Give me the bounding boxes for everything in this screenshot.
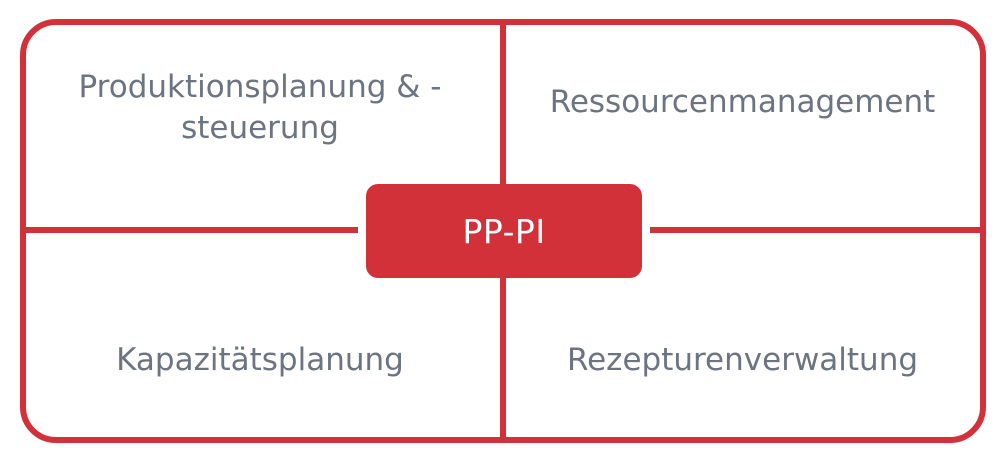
quadrant-top-right-label: Ressourcenmanagement (549, 84, 936, 121)
center-node-label: PP-PI (462, 211, 546, 251)
quadrant-top-left: Produktionsplanung & - steuerung (40, 45, 480, 170)
quadrant-top-right: Ressourcenmanagement (520, 45, 965, 160)
quadrant-top-left-label-line2: steuerung (181, 109, 339, 146)
divider-horizontal-left (22, 227, 358, 233)
divider-horizontal-right (650, 227, 984, 233)
divider-vertical-top (500, 22, 506, 187)
quadrant-bottom-right: Rezepturenverwaltung (520, 300, 965, 420)
quadrant-top-left-label-line1: Produktionsplanung & - (78, 69, 442, 106)
quadrant-bottom-left-label: Kapazitätsplanung (116, 341, 404, 378)
center-node: PP-PI (366, 184, 642, 278)
quadrant-bottom-right-label: Rezepturenverwaltung (566, 341, 919, 378)
divider-vertical-bottom (500, 278, 506, 440)
quadrant-bottom-left: Kapazitätsplanung (40, 300, 480, 420)
